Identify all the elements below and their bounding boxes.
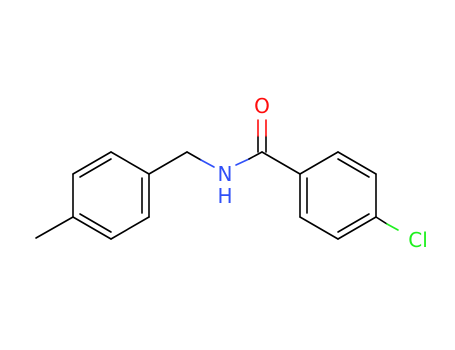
right-ring-bond-4: [337, 216, 377, 240]
methyl-bond: [35, 216, 74, 239]
ch2-n-bond-nitrogen-half: [200, 159, 215, 168]
left-ring-bond-3: [110, 151, 150, 175]
right-ring-bond-2: [337, 151, 377, 175]
right-ring-double-2: [337, 213, 370, 233]
left-ring-double-3: [79, 213, 112, 233]
chlorine-atom-label: Cl: [408, 228, 428, 252]
nitrogen-atom-label: N: [218, 162, 233, 186]
c-cl-bond-carbon-half: [375, 216, 388, 225]
left-ring-double-1: [79, 158, 112, 178]
left-ring-bond-6: [72, 216, 112, 240]
heteroatom-bonds: [186, 119, 399, 231]
ch2-n-bond-carbon-half: [186, 151, 202, 161]
left-ring-bond-5: [110, 216, 150, 240]
oxygen-atom-label: O: [254, 94, 270, 118]
carbonyl-to-ring-bond: [261, 151, 301, 175]
right-ring-double-1: [337, 158, 370, 178]
left-ring-bond-2: [72, 151, 112, 175]
benzyl-bond: [148, 151, 188, 175]
right-ring-bond-1: [299, 151, 339, 175]
right-ring-bond-5: [299, 216, 339, 240]
carbon-skeleton: [35, 151, 377, 240]
n-carbonyl-bond-carbon-half: [248, 151, 263, 160]
n-carbonyl-bond-nitrogen-half: [235, 158, 250, 166]
c-cl-bond-chlorine-half: [386, 223, 399, 231]
hydrogen-atom-label: H: [217, 184, 232, 208]
